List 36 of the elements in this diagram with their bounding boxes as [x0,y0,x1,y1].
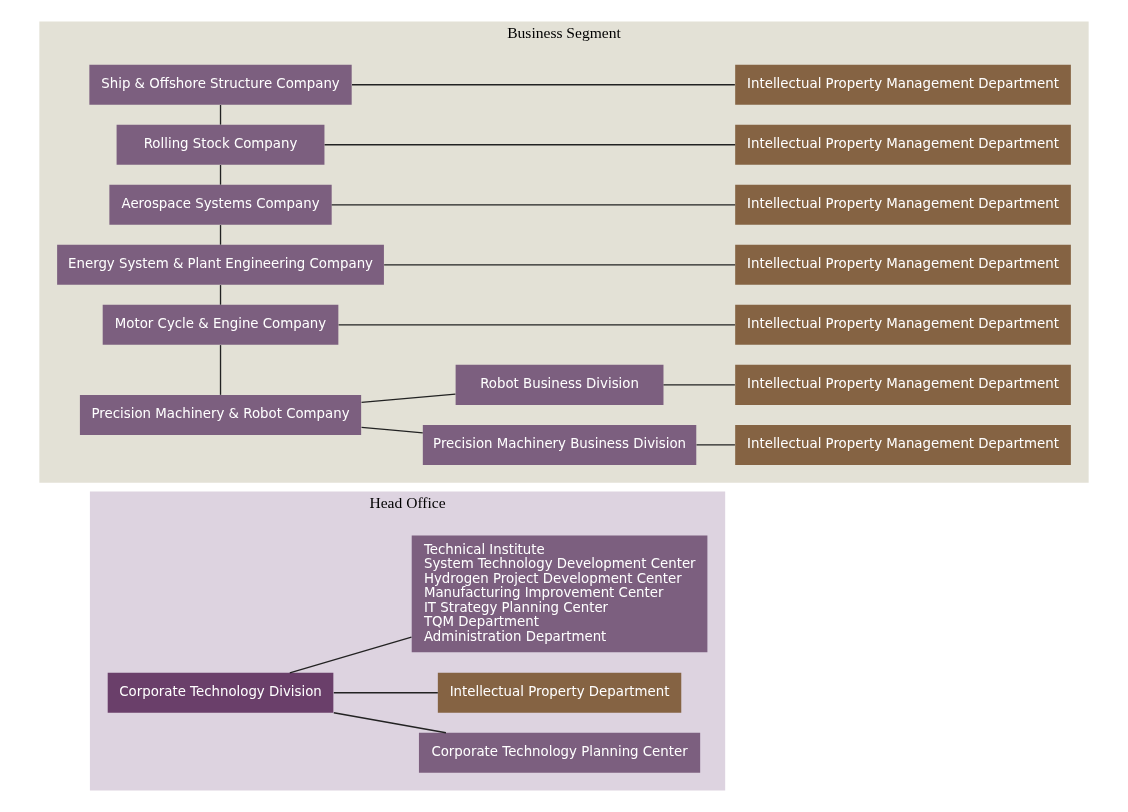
connector [662,384,736,386]
node-box: Ship & Offshore Structure Company [89,64,352,105]
connector [219,164,222,186]
node-box: Intellectual Property Department [437,672,682,713]
node-box: Corporate Technology Division [107,672,334,713]
connector [360,426,424,434]
connector [337,324,736,326]
node-box: Intellectual Property Management Department [735,124,1071,165]
node-box: Aerospace Systems Company [109,184,332,225]
connector [219,344,222,396]
node-box: Technical Institute System Technology Development Center Hydrogen Project Development Center Manufacturing Improvement Center IT Strategy Planning Center TQM Department Administration Department [411,535,708,653]
connector [331,204,736,206]
node-box: Energy System & Plant Engineering Company [57,244,384,285]
node-box: Intellectual Property Management Department [735,424,1071,465]
connector [333,692,439,694]
connector [219,284,222,306]
node-box: Intellectual Property Management Department [735,364,1071,405]
connector [695,444,736,446]
node-box: Robot Business Division [455,364,664,405]
node-box: Intellectual Property Management Department [735,244,1071,285]
connector [289,636,413,674]
node-box: Corporate Technology Planning Center [418,732,701,773]
node-box: Precision Machinery & Robot Company [79,394,362,435]
node-box: Precision Machinery Business Division [422,424,697,465]
connector [219,104,222,126]
node-box: Rolling Stock Company [116,124,325,165]
connector [351,84,736,86]
connector [360,393,457,404]
node-box: Intellectual Property Management Department [735,304,1071,345]
node-box: Intellectual Property Management Department [735,184,1071,225]
connector [333,712,447,734]
connector [219,224,222,246]
connector [383,264,736,266]
connector [323,144,736,146]
node-box: Intellectual Property Management Department [735,64,1071,105]
node-box: Motor Cycle & Engine Company [102,304,339,345]
